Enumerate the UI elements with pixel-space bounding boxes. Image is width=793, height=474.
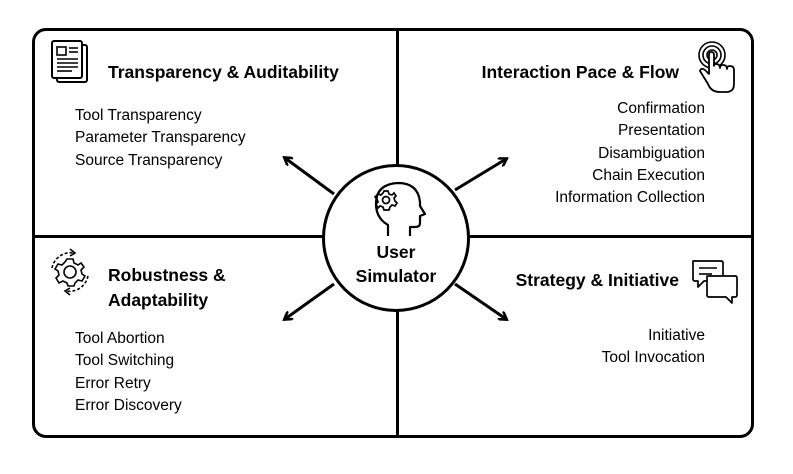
arrow-bottom-left bbox=[285, 282, 335, 319]
center-circle bbox=[322, 164, 470, 312]
diagram-frame bbox=[32, 28, 754, 438]
bottom-right-items: Initiative Tool Invocation bbox=[602, 325, 705, 370]
touch-icon bbox=[698, 41, 735, 93]
bottom-right-title: Strategy & Initiative bbox=[515, 270, 679, 290]
top-right-items: Confirmation Presentation Disambiguation… bbox=[555, 98, 705, 209]
center-label-line2: Simulator bbox=[355, 266, 437, 286]
bottom-left-title-line1: Robustness & bbox=[108, 265, 226, 285]
list-item: Disambiguation bbox=[598, 144, 705, 162]
chat-icon bbox=[692, 260, 738, 304]
arrow-top-right bbox=[454, 159, 506, 192]
list-item: Parameter Transparency bbox=[75, 129, 246, 147]
list-item: Source Transparency bbox=[75, 151, 223, 169]
list-item: Tool Transparency bbox=[75, 107, 202, 124]
gear-refresh-icon bbox=[51, 248, 89, 296]
list-item: Initiative bbox=[648, 327, 705, 344]
list-item: Presentation bbox=[617, 122, 705, 140]
bottom-left-items: Tool Abortion Tool Switching Error Retry… bbox=[75, 328, 182, 417]
top-right-title: Interaction Pace & Flow bbox=[481, 62, 679, 82]
list-item: Confirmation bbox=[617, 100, 705, 117]
list-item: Information Collection bbox=[555, 189, 705, 207]
list-item: Tool Abortion bbox=[75, 330, 165, 347]
arrow-top-left bbox=[285, 158, 335, 196]
document-icon bbox=[51, 40, 88, 83]
list-item: Chain Execution bbox=[592, 166, 705, 184]
bottom-left-title-line2: Adaptability bbox=[108, 290, 209, 310]
top-left-items: Tool Transparency Parameter Transparency… bbox=[75, 105, 246, 172]
list-item: Error Retry bbox=[75, 374, 151, 392]
center-label: User Simulator bbox=[322, 240, 470, 288]
list-item: Tool Switching bbox=[75, 352, 175, 370]
top-left-title: Transparency & Auditability bbox=[108, 62, 339, 82]
center-label-line1: User bbox=[376, 242, 416, 262]
head-gear-icon bbox=[373, 181, 427, 236]
list-item: Error Discovery bbox=[75, 396, 182, 414]
arrow-bottom-right bbox=[454, 282, 506, 319]
list-item: Tool Invocation bbox=[601, 349, 705, 367]
